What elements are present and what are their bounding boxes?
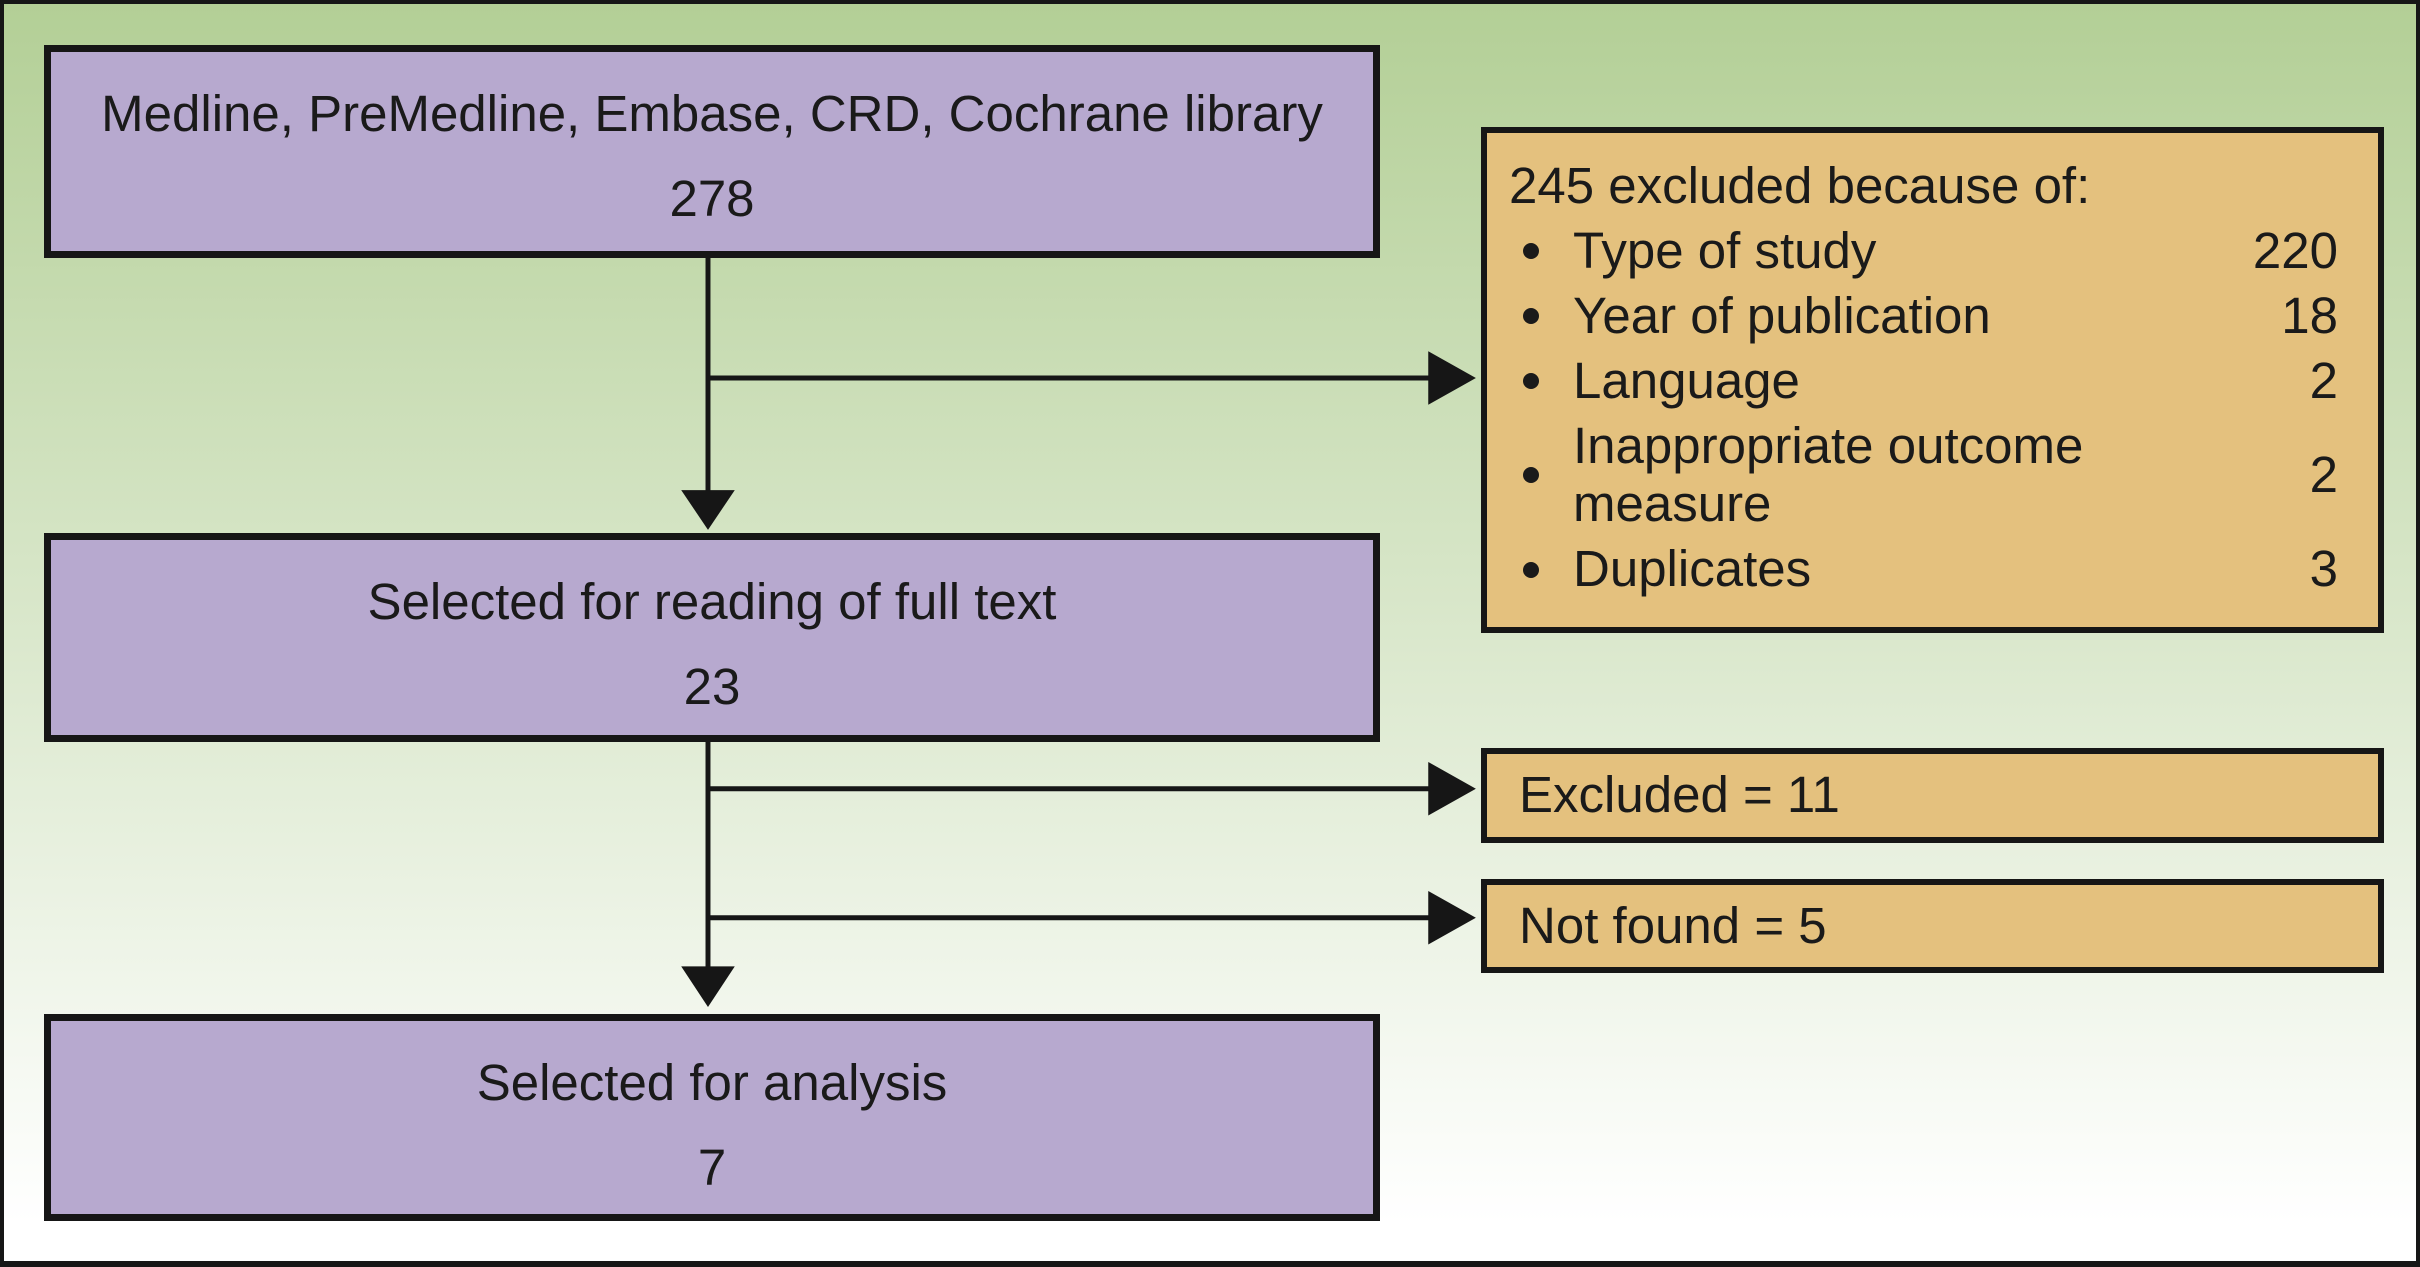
bullet-icon [1523,243,1539,260]
bullet-icon [1523,561,1539,578]
arrowhead-down-fulltext [681,490,735,530]
box-full-text-title: Selected for reading of full text [367,573,1057,630]
box-not-found-label: Not found = 5 [1519,896,1827,954]
arrowhead-right-excluded [1428,761,1476,816]
exclusion-item-label: Inappropriate outcome measure [1573,416,2084,533]
exclusion-item-count: 18 [2281,286,2338,344]
exclusion-reasons-title: 245 excluded because of: [1509,157,2091,214]
list-item: Language 2 [1523,352,2338,411]
bullet-icon [1523,308,1539,325]
bullet-icon [1523,373,1539,390]
list-item: Type of study 220 [1523,222,2338,281]
list-item: Inappropriate outcome measure 2 [1523,417,2338,534]
box-search-sources-title: Medline, PreMedline, Embase, CRD, Cochra… [101,85,1323,142]
box-search-sources-count: 278 [669,170,755,228]
box-exclusion-reasons: 245 excluded because of: Type of study 2… [1481,127,2384,633]
box-analysis-count: 7 [697,1139,727,1197]
arrowhead-right-notfound [1428,890,1476,945]
exclusion-item-label: Duplicates [1573,540,1812,598]
arrowhead-right-exclusions [1428,351,1476,405]
exclusion-item-count: 220 [2252,221,2338,279]
exclusion-item-label: Year of publication [1573,286,1991,344]
list-item: Year of publication 18 [1523,287,2338,346]
box-full-text: Selected for reading of full text 23 [44,533,1380,742]
exclusion-item-label: Type of study [1573,221,1877,279]
box-search-sources: Medline, PreMedline, Embase, CRD, Cochra… [44,45,1380,258]
arrowhead-down-analysis [681,966,735,1008]
box-analysis: Selected for analysis 7 [44,1014,1380,1221]
list-item: Duplicates 3 [1523,540,2338,599]
exclusion-item-count: 2 [2309,446,2338,504]
box-full-text-count: 23 [683,658,741,716]
bullet-icon [1523,467,1539,484]
exclusion-item-label: Language [1573,351,1800,409]
box-excluded: Excluded = 11 [1481,748,2384,843]
box-not-found: Not found = 5 [1481,879,2384,973]
exclusion-item-count: 3 [2309,540,2338,598]
exclusion-item-count: 2 [2309,351,2338,409]
box-excluded-label: Excluded = 11 [1519,766,1840,824]
box-analysis-title: Selected for analysis [476,1054,948,1111]
